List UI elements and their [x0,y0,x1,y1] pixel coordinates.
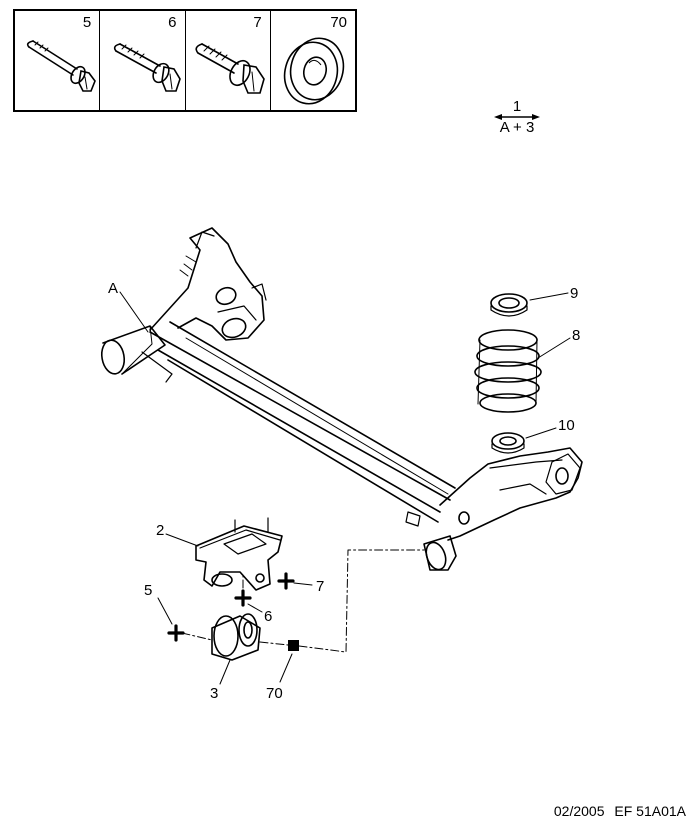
bolt-position-marker [167,624,185,642]
coil-spring-assembly [474,293,542,454]
callout-10: 10 [558,417,575,434]
legend-item-70: 70 [271,11,355,110]
legend-number: 6 [168,14,177,31]
bolt-position-marker [234,589,252,607]
assembly-reference: 1 A + 3 [488,98,546,136]
callout-a: A [108,280,119,297]
legend-item-6: 6 [100,11,186,110]
callout-5: 5 [144,582,153,599]
callout-7: 7 [316,578,325,595]
washer-position-marker [288,640,299,651]
double-arrow-icon [494,114,540,120]
legend-item-5: 5 [15,11,101,110]
assembly-lines [181,549,425,653]
callout-70: 70 [266,685,283,702]
callout-3: 3 [210,685,219,702]
legend-number: 7 [253,14,262,31]
reference-top: 1 [512,98,522,115]
callout-8: 8 [572,327,581,344]
rear-axle-beam [100,227,583,571]
footer-code: EF 51A01A [614,803,686,819]
legend-item-7: 7 [186,11,271,110]
reference-bottom: A + 3 [499,119,535,136]
washer-icon [283,37,344,105]
flange-bolt-icon [114,43,182,92]
mounting-bracket [195,517,283,591]
callout-2: 2 [156,522,165,539]
callout-9: 9 [570,285,579,302]
leader-lines [119,291,571,685]
bush [211,613,261,661]
short-flange-bolt-icon [194,43,265,94]
callout-6: 6 [264,608,273,625]
footer-date: 02/2005 [553,803,605,819]
bolt-position-marker [277,572,295,590]
footer: 02/2005 EF 51A01A [554,803,686,819]
legend-number: 70 [330,14,347,31]
long-flange-bolt-icon [26,40,96,92]
legend-number: 5 [82,14,92,31]
parts-legend: 5 6 [13,9,357,112]
